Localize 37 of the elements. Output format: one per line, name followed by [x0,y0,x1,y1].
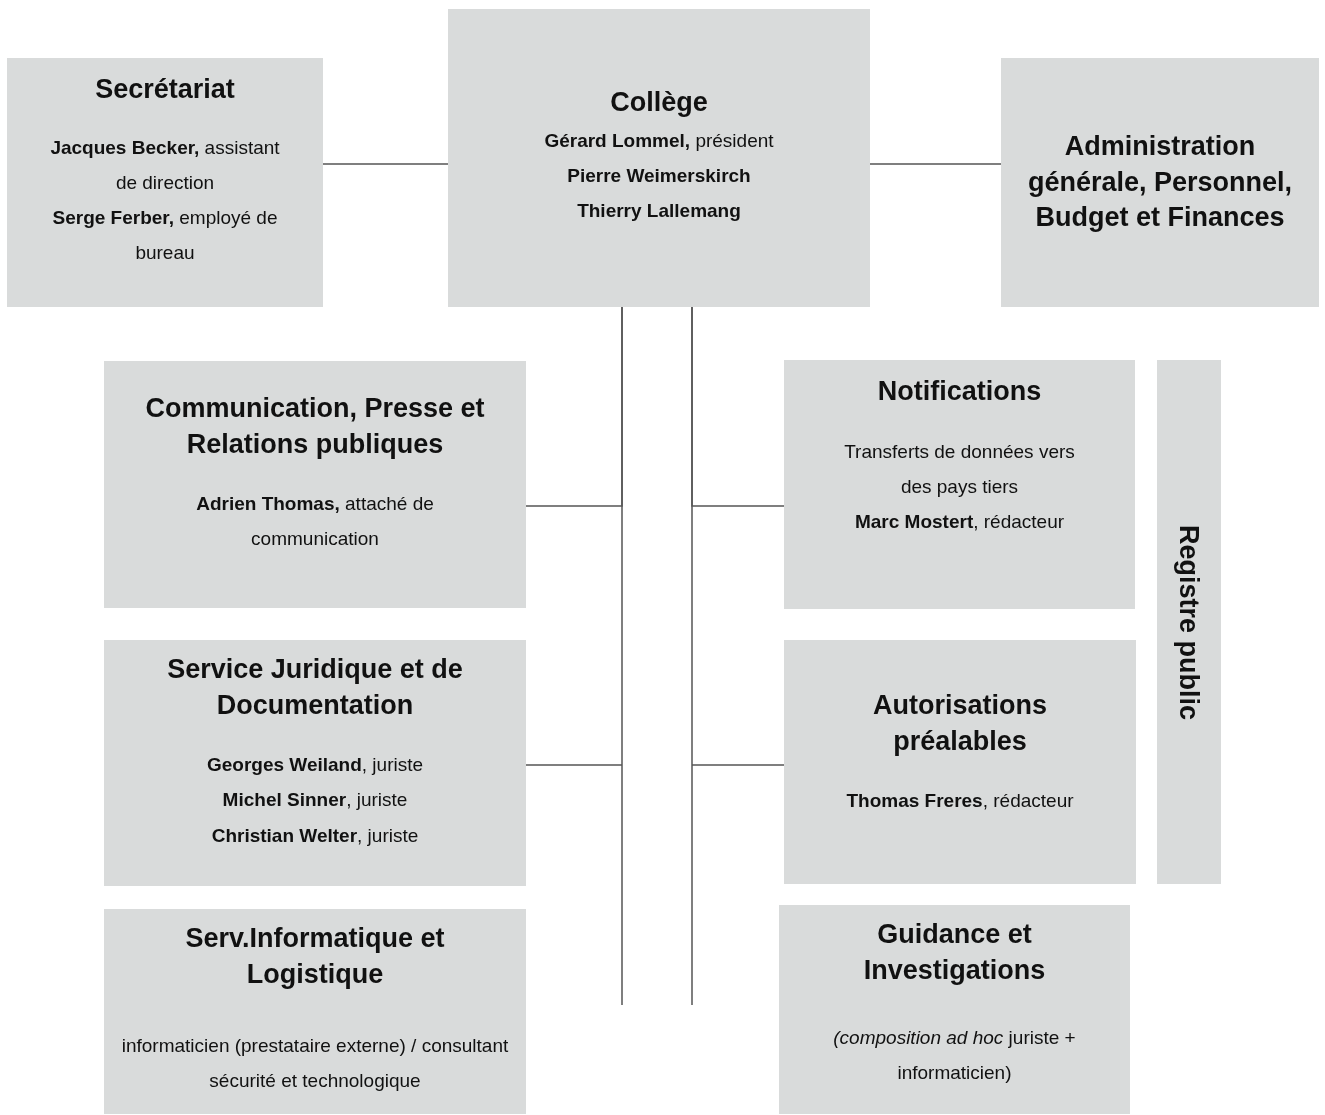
box-text: Michel Sinner, juriste [222,788,408,813]
org-box [784,360,1135,609]
connector-line [322,163,449,165]
org-box [1157,360,1221,884]
box-text: Georges Weiland, juriste [206,753,424,778]
box-title: Guidance et Investigations [862,918,1047,987]
connector-line [525,306,623,1006]
box-text: Serge Ferber, employé de bureau [51,205,279,266]
box-text: Gérard Lommel, président [544,128,774,153]
org-box [1001,58,1319,307]
box-text: Adrien Thomas, attaché de communication [195,492,435,552]
connector-line [869,163,1002,165]
box-text: Thomas Freres, rédacteur [846,789,1074,814]
box-title: Registre public [1173,524,1205,720]
box-title: Communication, Presse et Relations publiques [144,392,486,461]
org-box [779,905,1130,1114]
box-text: Christian Welter, juriste [211,823,419,848]
box-title: Autorisations préalables [872,689,1048,758]
box-title: Administration générale, Personnel, Budget et Finances [1026,130,1294,235]
org-box [784,640,1136,884]
box-text: informaticien (prestataire externe) / consultant sécurité et technologique [120,1034,510,1094]
box-text: Transferts de données vers des pays tiers [843,439,1076,499]
org-box [448,9,870,307]
box-title: Secrétariat [95,73,235,106]
org-box [104,361,526,608]
box-title: Collège [610,86,708,119]
box-text: Pierre Weimerskirch [567,163,751,188]
box-text: Marc Mostert, rédacteur [854,509,1065,534]
org-box [104,640,526,886]
box-title: Serv.Informatique et Logistique [184,922,446,991]
connector-line [691,306,785,1006]
box-text: (composition ad hoc juriste + informaticien) [832,1026,1077,1086]
box-title: Service Juridique et de Documentation [166,653,464,722]
box-text: Thierry Lallemang [577,198,741,223]
org-box [104,909,526,1114]
box-title: Notifications [877,375,1042,408]
org-box [7,58,323,307]
